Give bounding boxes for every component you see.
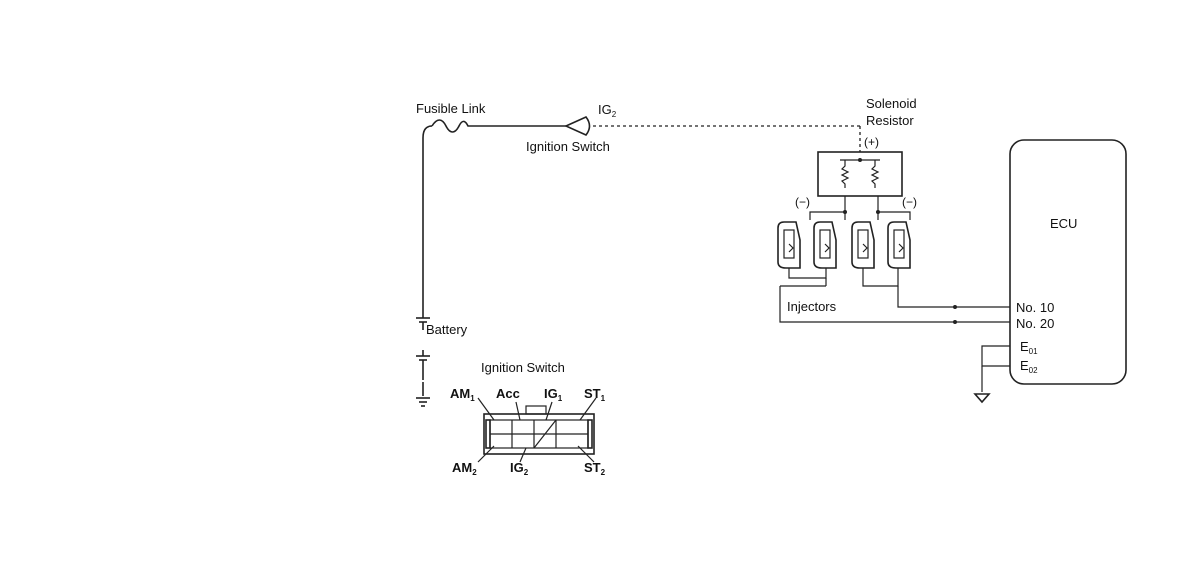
injector-4 (887, 221, 911, 269)
e02-label: E02 (1020, 358, 1038, 375)
fusible-link-icon (431, 119, 480, 133)
no10-label: No. 10 (1016, 300, 1054, 315)
no20-label: No. 20 (1016, 316, 1054, 331)
minus-right-label: (−) (902, 195, 917, 209)
ignition-switch-bottom-label: Ignition Switch (481, 360, 565, 375)
term-acc-label: Acc (496, 386, 520, 401)
ecu-box (1009, 139, 1127, 385)
injectors-label: Injectors (787, 299, 837, 314)
ground-icon (973, 393, 991, 404)
ignition-switch-icon (564, 116, 591, 136)
battery-label: Battery (426, 322, 468, 337)
fusible-link-label: Fusible Link (416, 101, 486, 116)
term-am1-label: AM1 (450, 386, 475, 403)
ignition-switch-connector (483, 405, 595, 455)
term-ig2-label: IG2 (510, 460, 529, 477)
term-st1-label: ST1 (584, 386, 606, 403)
ig2-top-label: IG2 (598, 102, 617, 119)
injector-output-wiring (779, 268, 1010, 324)
solenoid-resistor (817, 151, 903, 197)
solenoid-label: Solenoid (866, 96, 917, 111)
term-am2-label: AM2 (452, 460, 477, 477)
injector-2 (813, 221, 837, 269)
ecu-ground-wiring (981, 345, 1010, 392)
e01-label: E01 (1020, 339, 1038, 356)
battery-icon (416, 310, 430, 407)
injector-1 (777, 221, 801, 269)
resistor-label: Resistor (866, 113, 914, 128)
switch-leader-lines (477, 397, 597, 463)
term-ig1-label: IG1 (544, 386, 563, 403)
battery-feed-wire (422, 125, 433, 310)
minus-left-label: (−) (795, 195, 810, 209)
ignition-switch-top-label: Ignition Switch (526, 139, 610, 154)
term-st2-label: ST2 (584, 460, 606, 477)
injector-3 (851, 221, 875, 269)
resistor-plus-label: (+) (864, 135, 879, 149)
ecu-label: ECU (1050, 216, 1077, 231)
resistor-to-injectors-wiring (809, 196, 911, 220)
